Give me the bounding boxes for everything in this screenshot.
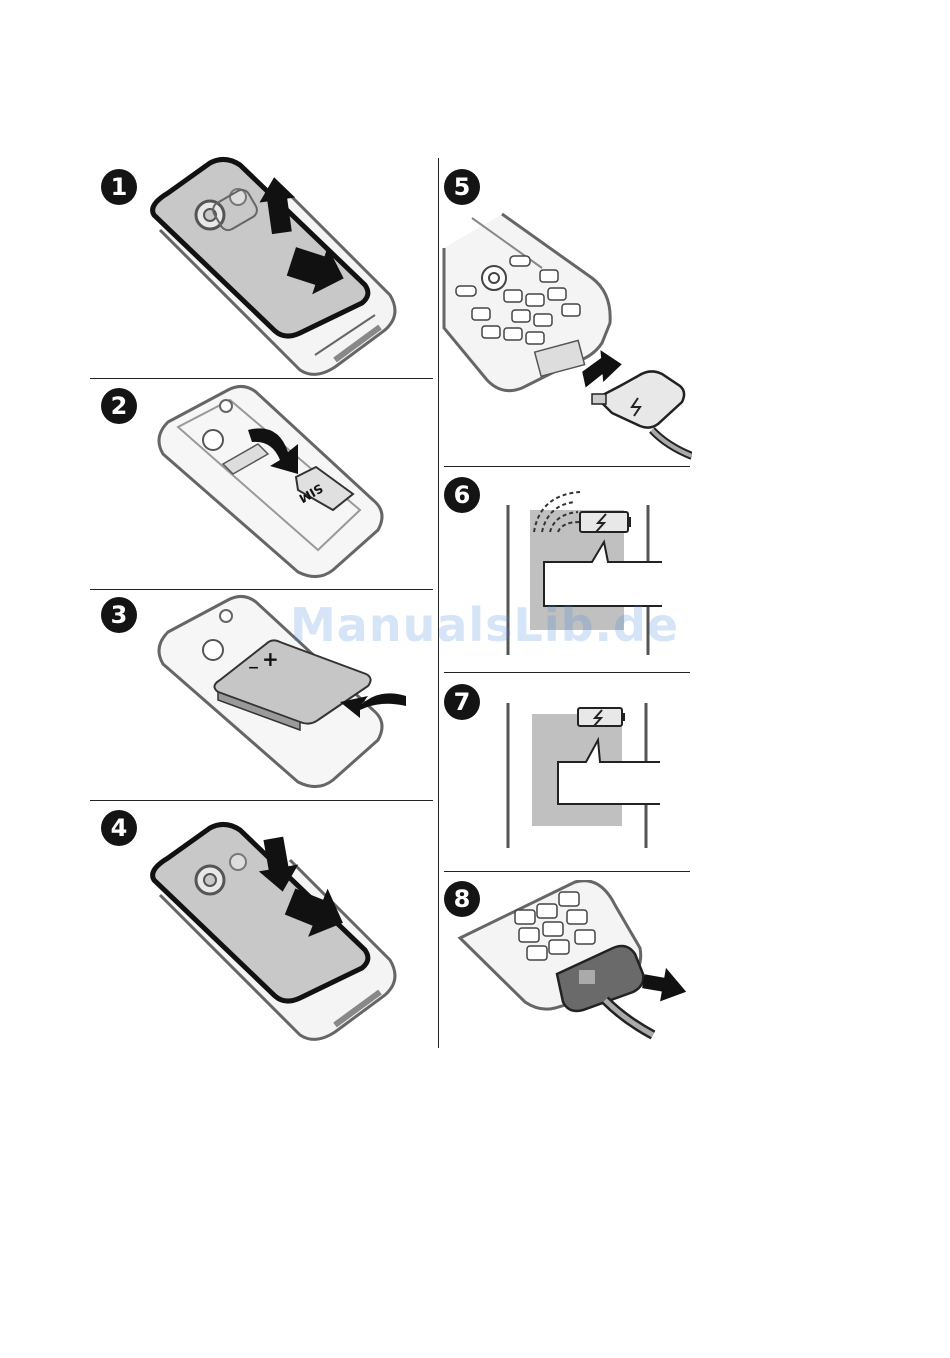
step-7-badge: 7	[444, 684, 480, 720]
step-6-badge: 6	[444, 477, 480, 513]
svg-text:–: –	[248, 655, 259, 680]
divider-5-6	[444, 466, 690, 467]
divider-7-8	[444, 871, 690, 872]
arrow-right-icon	[640, 964, 689, 1005]
step-1-badge: 1	[101, 169, 137, 205]
svg-text:+: +	[262, 647, 279, 671]
battery-charging-icon	[578, 708, 625, 726]
divider-6-7	[444, 672, 690, 673]
step-2-illustration: SIM	[148, 382, 398, 587]
divider-2-3	[90, 589, 433, 590]
divider-1-2	[90, 378, 433, 379]
divider-3-4	[90, 800, 433, 801]
step-3-badge: 3	[101, 597, 137, 633]
step-4-illustration	[140, 820, 430, 1042]
step-5-illustration	[442, 208, 692, 460]
step-8-illustration	[455, 880, 692, 1040]
step-7-illustration	[500, 698, 660, 853]
step-5-badge: 5	[444, 169, 480, 205]
battery-charging-icon	[580, 512, 631, 532]
step-2-badge: 2	[101, 388, 137, 424]
step-4-badge: 4	[101, 810, 137, 846]
charger-plug-icon	[592, 371, 692, 456]
watermark: ManualsLib.de	[290, 598, 670, 652]
step-1-illustration	[140, 155, 430, 377]
